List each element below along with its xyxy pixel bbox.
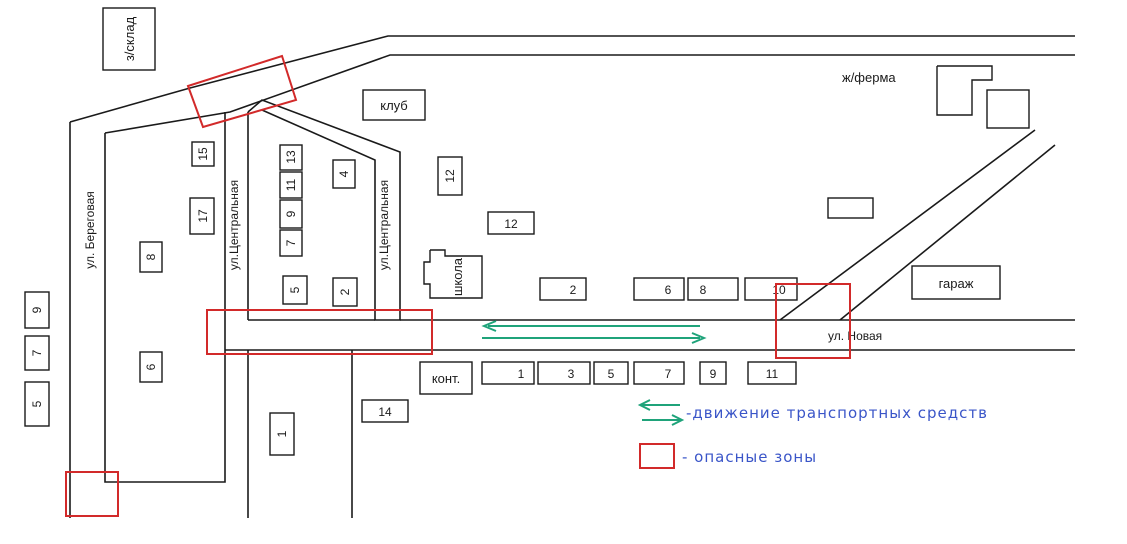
danger-zones	[65, 54, 851, 517]
house-9: 9	[279, 199, 303, 229]
svg-text:7: 7	[284, 239, 298, 246]
house-far-5: 5	[24, 381, 50, 427]
house-9-row: 9	[699, 361, 727, 385]
house-12-vertical: 12	[437, 156, 463, 196]
svg-text:17: 17	[196, 209, 210, 223]
danger-zone-novaya	[775, 283, 851, 359]
house-3: 3	[537, 361, 591, 385]
svg-text:7: 7	[30, 349, 44, 356]
svg-text:7: 7	[665, 367, 672, 381]
svg-text:14: 14	[378, 405, 392, 419]
svg-text:5: 5	[288, 286, 302, 293]
house-12: 12	[487, 211, 535, 235]
road-beregovaya-inner	[104, 112, 226, 483]
legend: -движение транспортных средств - опасные…	[637, 399, 988, 469]
traffic-arrows	[481, 320, 707, 344]
svg-text:1: 1	[518, 367, 525, 381]
road-diag-farm-2	[839, 144, 1056, 321]
house-6-row: 6	[633, 277, 685, 301]
garage: гараж	[911, 265, 1001, 300]
road-network	[69, 35, 1075, 518]
svg-text:4: 4	[337, 170, 351, 177]
svg-text:15: 15	[196, 147, 210, 161]
svg-text:11: 11	[284, 178, 298, 191]
school-label: школа	[450, 257, 465, 296]
house-8-row: 8	[687, 277, 739, 301]
road-top-inner	[104, 54, 1075, 134]
house-7-row: 7	[633, 361, 685, 385]
road-top-edge	[69, 35, 1075, 123]
office-label: конт.	[432, 371, 460, 386]
house-10: 10	[744, 277, 798, 301]
house-2: 2	[332, 277, 358, 307]
house-11: 11	[279, 171, 303, 199]
house-14: 14	[361, 399, 409, 423]
street-centralnaya-2: ул.Центральная	[377, 180, 391, 270]
svg-text:9: 9	[710, 367, 717, 381]
svg-text:9: 9	[284, 210, 298, 217]
double-arrow-icon	[637, 399, 685, 426]
office: конт.	[419, 361, 473, 395]
svg-text:12: 12	[504, 217, 518, 231]
house-2-row: 2	[539, 277, 587, 301]
svg-text:6: 6	[144, 363, 158, 370]
svg-text:8: 8	[700, 283, 707, 297]
svg-text:3: 3	[568, 367, 575, 381]
svg-text:1: 1	[275, 430, 289, 437]
street-beregovaya: ул. Береговая	[83, 191, 97, 269]
house-1-lower: 1	[269, 412, 295, 456]
danger-zone-corner	[65, 471, 119, 517]
svg-text:13: 13	[284, 150, 298, 164]
svg-text:2: 2	[570, 283, 577, 297]
house-far-9: 9	[24, 291, 50, 329]
danger-zone-central	[206, 309, 433, 355]
house-17: 17	[189, 197, 215, 235]
houses: 15 17 8 6 13 11 9 7 5 4 2 12 12 2 6 8 10…	[24, 141, 798, 456]
svg-text:12: 12	[443, 169, 457, 183]
svg-text:5: 5	[608, 367, 615, 381]
house-13: 13	[279, 144, 303, 171]
svg-text:5: 5	[30, 400, 44, 407]
building-unnamed	[827, 197, 874, 219]
red-square-icon	[639, 443, 675, 469]
garage-label: гараж	[939, 276, 974, 291]
street-centralnaya-1: ул.Центральная	[227, 180, 241, 270]
legend-danger-label: - опасные зоны	[682, 448, 817, 466]
house-1-row: 1	[481, 361, 535, 385]
house-5-row: 5	[593, 361, 629, 385]
legend-traffic-label: -движение транспортных средств	[686, 404, 988, 422]
house-4: 4	[332, 159, 356, 189]
danger-zone-top	[186, 54, 298, 129]
club-label: клуб	[380, 98, 408, 113]
club: клуб	[362, 89, 426, 121]
street-novaya: ул. Новая	[828, 329, 882, 343]
house-15: 15	[191, 141, 215, 167]
school: школа	[423, 249, 483, 299]
house-11: 11	[747, 361, 797, 385]
svg-text:11: 11	[766, 367, 779, 381]
warehouse: з/склад	[102, 7, 156, 71]
svg-text:8: 8	[144, 253, 158, 260]
farm: ж/ферма	[842, 65, 1030, 129]
warehouse-label: з/склад	[122, 16, 137, 61]
house-8: 8	[139, 241, 163, 273]
house-5: 5	[282, 275, 308, 305]
svg-text:2: 2	[338, 288, 352, 295]
road-diag-farm-1	[779, 129, 1036, 321]
svg-text:10: 10	[772, 283, 786, 297]
svg-text:9: 9	[30, 306, 44, 313]
farm-label: ж/ферма	[842, 70, 896, 85]
house-far-7: 7	[24, 335, 50, 371]
house-6: 6	[139, 351, 163, 383]
svg-text:6: 6	[665, 283, 672, 297]
house-7: 7	[279, 229, 303, 257]
